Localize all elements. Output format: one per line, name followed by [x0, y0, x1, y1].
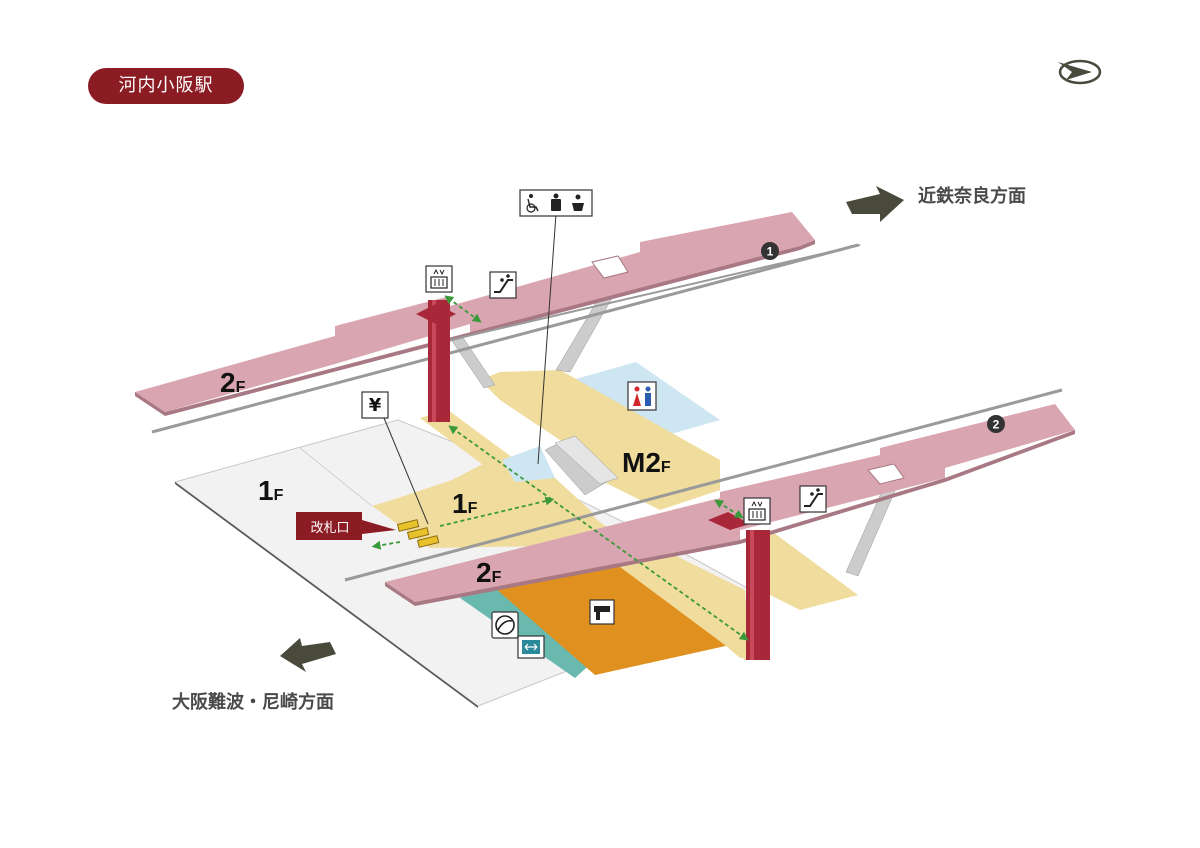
direction-label-east: 近鉄奈良方面: [918, 186, 1026, 207]
track-upper-b: [449, 244, 861, 341]
floor-label-upper-platform: 2F: [220, 367, 246, 398]
direction-label-west: 大阪難波・尼崎方面: [172, 692, 334, 713]
facilities-sign: [519, 189, 593, 217]
yen-icon: ¥: [361, 391, 389, 419]
station-name-badge: 河内小阪駅: [88, 68, 244, 104]
direction-arrow-east: [846, 186, 904, 222]
floor-label-lower-platform: 2F: [476, 557, 502, 588]
platform-number: 1: [767, 245, 774, 259]
track-upper-a: [151, 243, 859, 434]
platform-number-badge: 1: [761, 242, 779, 260]
ticket-gate-label: 改札口: [296, 512, 396, 540]
platform-upper-notch: [591, 255, 629, 279]
shop-icon: [589, 599, 615, 625]
toilet-icon: [551, 193, 561, 211]
direction-arrow-west: [280, 638, 336, 672]
railway-logo-icon: [1058, 59, 1102, 85]
floor-label-mezzanine: M2F: [622, 447, 671, 478]
floor-label-ground: 1F: [258, 475, 284, 506]
mezzanine-lower: [745, 530, 858, 610]
floor-label-concourse: 1F: [452, 488, 478, 519]
elevator-icon: [743, 497, 771, 525]
ticket-gate-text: 改札口: [310, 521, 349, 536]
coin-locker-icon: [491, 611, 519, 639]
ticket-gates: [396, 519, 440, 548]
walking-paths: [371, 295, 749, 641]
platform-number: 2: [993, 418, 1000, 432]
wheelchair-icon: [526, 194, 539, 213]
platform-lower-notch: [867, 463, 905, 485]
platform-number-badge: 2: [987, 415, 1005, 433]
elevator-icon: [425, 265, 453, 293]
mens-womens-toilet-icon: [627, 381, 657, 411]
baby-icon: [572, 194, 584, 211]
exit-arrow-icon: [517, 635, 545, 659]
ground-floor-edge: [175, 482, 478, 708]
escalator-icon: [489, 271, 517, 299]
svg-text:¥: ¥: [369, 395, 382, 416]
escalator-icon: [799, 485, 827, 513]
